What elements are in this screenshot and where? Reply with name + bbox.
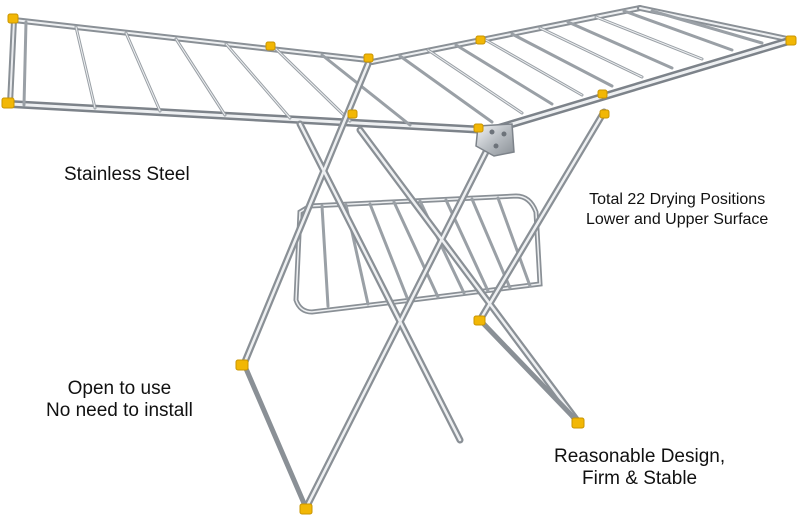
left-wing [6, 17, 490, 134]
caption-positions-line1: Total 22 Drying Positions [589, 191, 766, 208]
end-cap [597, 89, 608, 99]
end-cap [347, 109, 358, 119]
caption-installation: Open to use No need to install [46, 378, 193, 422]
caption-material-text: Stainless Steel [64, 164, 190, 185]
end-cap [473, 315, 486, 326]
end-cap [1, 97, 15, 109]
end-cap [785, 35, 797, 46]
caption-design-line2: Firm & Stable [582, 468, 698, 489]
hinge-plate [475, 123, 515, 157]
end-cap [599, 109, 610, 119]
end-caps [1, 13, 797, 515]
end-cap [265, 41, 276, 51]
end-cap [363, 53, 374, 63]
end-cap [299, 503, 313, 515]
caption-design: Reasonable Design, Firm & Stable [554, 446, 725, 490]
end-cap [571, 417, 585, 429]
caption-design-line1: Reasonable Design, [554, 446, 726, 467]
end-cap [7, 13, 19, 24]
support-legs [240, 60, 608, 512]
end-cap [473, 123, 484, 133]
caption-drying-positions: Total 22 Drying Positions Lower and Uppe… [586, 190, 768, 230]
caption-install-line1: Open to use [67, 378, 172, 399]
end-cap [235, 359, 249, 371]
caption-material: Stainless Steel [64, 164, 190, 186]
caption-install-line2: No need to install [46, 400, 193, 421]
right-wing [369, 5, 796, 134]
floor-bar-right [477, 317, 581, 425]
floor-bar-left [241, 361, 309, 511]
end-cap [475, 35, 486, 45]
caption-positions-line2: Lower and Upper Surface [586, 211, 769, 228]
